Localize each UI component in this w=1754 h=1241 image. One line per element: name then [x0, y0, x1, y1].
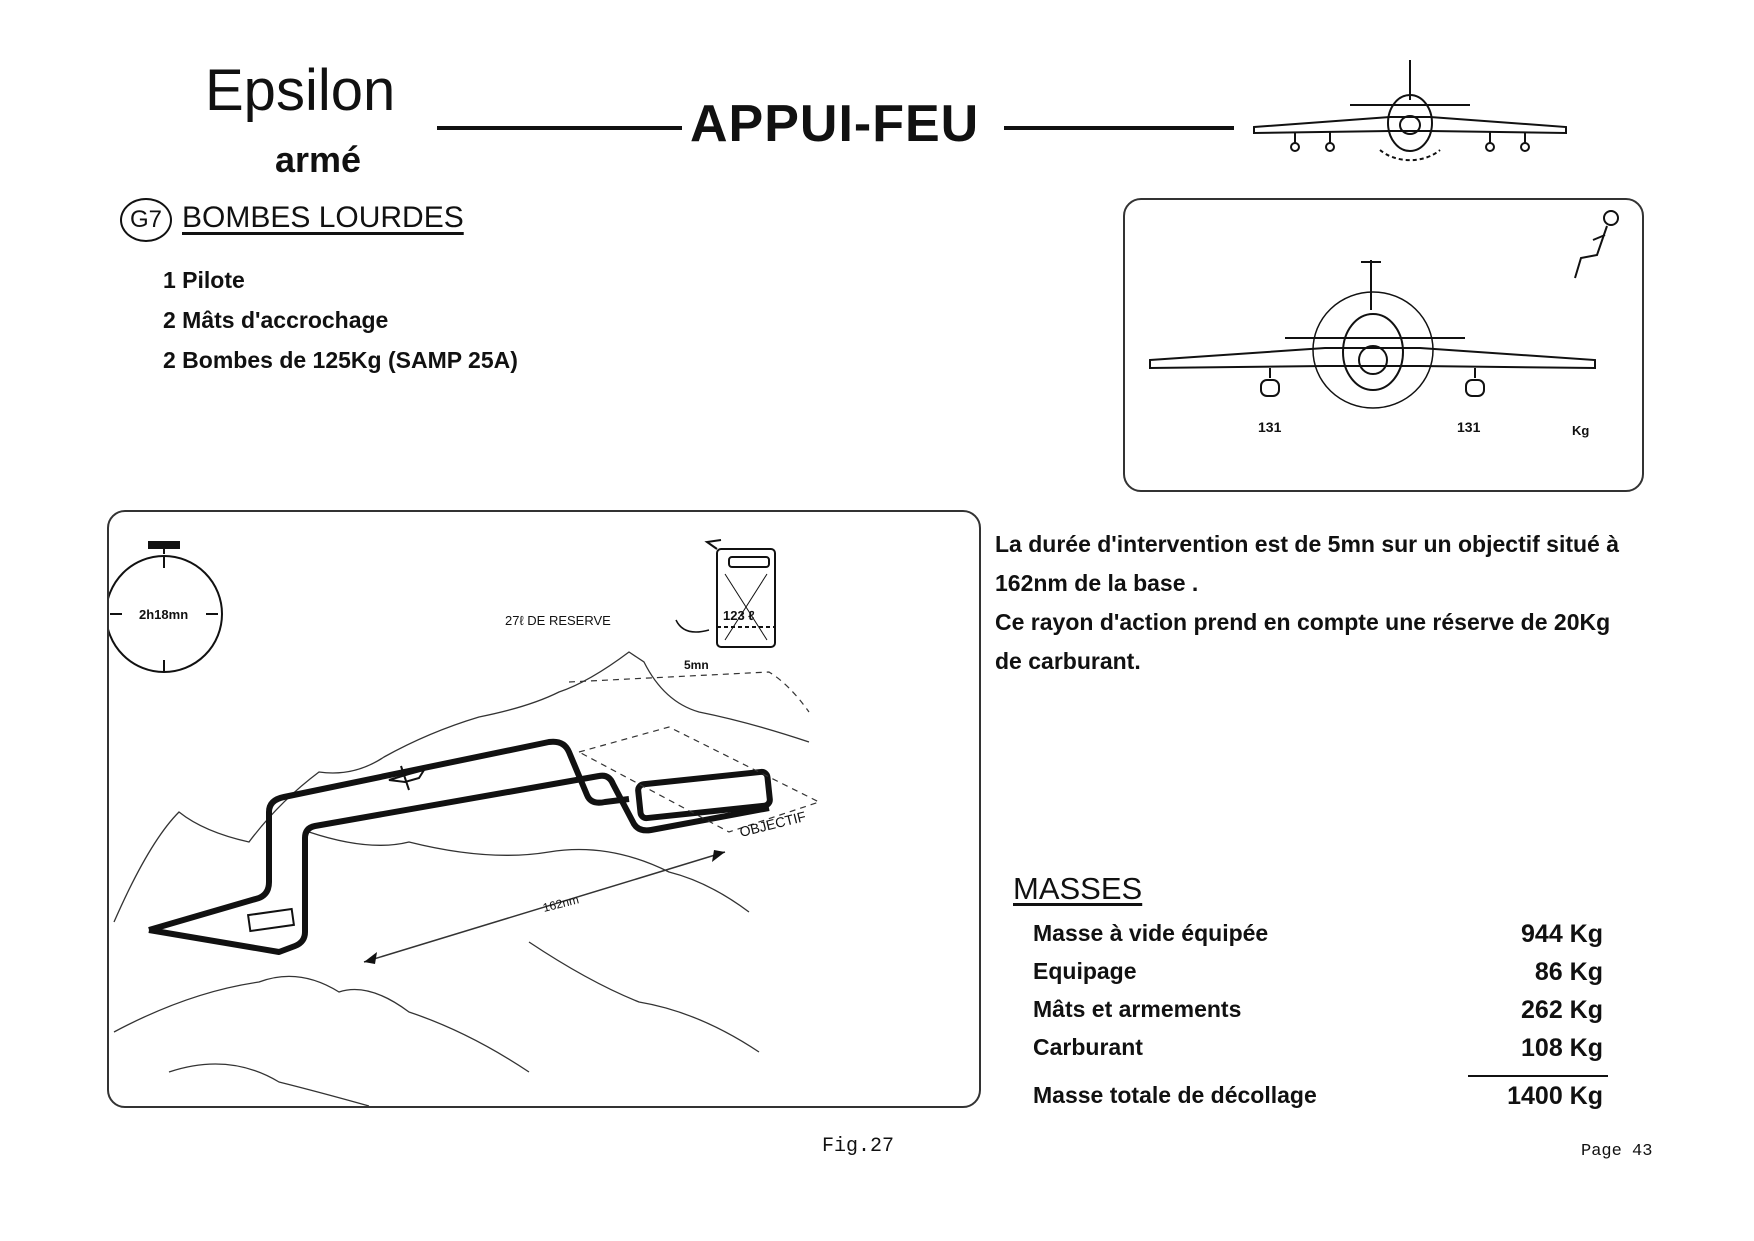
brand-name: Epsilon — [205, 58, 396, 123]
mass-row: Carburant 108 Kg — [1033, 1034, 1603, 1066]
mass-label: Mâts et armements — [1033, 996, 1242, 1022]
weight-unit-label: Kg — [1572, 423, 1589, 438]
mission-profile-diagram: 2h18mn 123 ℓ 27ℓ DE RESERVE — [105, 539, 821, 1107]
mass-row: Masse à vide équipée 944 Kg — [1033, 920, 1603, 952]
right-weight-label: 131 — [1457, 419, 1481, 435]
masses-title: MASSES — [1013, 871, 1143, 906]
mass-label: Equipage — [1033, 958, 1137, 984]
header-rule-left — [437, 126, 682, 130]
section-code-badge: G7 — [120, 198, 172, 242]
loadout-item: 2 Bombes de 125Kg (SAMP 25A) — [163, 347, 518, 373]
loadout-list: 1 Pilote 2 Mâts d'accrochage 2 Bombes de… — [163, 260, 518, 380]
weight-distribution-figure: 131 131 Kg — [1123, 198, 1644, 492]
mass-value: 944 Kg — [1521, 920, 1603, 948]
reserve-label: 27ℓ DE RESERVE — [505, 613, 611, 628]
header-rule-right — [1004, 126, 1234, 130]
aircraft-front-diagram: 131 131 Kg — [1149, 210, 1619, 438]
figure-caption: Fig.27 — [822, 1135, 895, 1158]
page-number: Page 43 — [1581, 1142, 1653, 1161]
fuel-volume-label: 123 ℓ — [723, 608, 755, 623]
mission-profile-figure: 2h18mn 123 ℓ 27ℓ DE RESERVE — [105, 510, 981, 1108]
mass-total-row: Masse totale de décollage 1400 Kg — [1033, 1082, 1603, 1114]
fuel-can-icon — [704, 539, 776, 648]
section-title: BOMBES LOURDES — [182, 201, 464, 234]
mass-value: 108 Kg — [1521, 1034, 1603, 1062]
loadout-item: 1 Pilote — [163, 267, 245, 293]
mass-value: 86 Kg — [1534, 958, 1603, 986]
duration-label: 2h18mn — [139, 607, 188, 622]
distance-label: 162nm — [541, 892, 580, 914]
left-weight-label: 131 — [1258, 419, 1282, 435]
sum-divider — [1468, 1075, 1608, 1077]
brand-subtitle: armé — [275, 139, 362, 180]
mass-value: 1400 Kg — [1507, 1082, 1603, 1110]
page-title: APPUI-FEU — [690, 95, 980, 153]
description-line: La durée d'intervention est de 5mn sur u… — [995, 531, 1620, 596]
mission-description: La durée d'intervention est de 5mn sur u… — [995, 525, 1635, 681]
aircraft-front-icon — [1253, 60, 1567, 162]
loiter-time-label: 5mn — [684, 658, 709, 672]
aircraft-in-flight-icon — [388, 765, 427, 791]
mass-label: Carburant — [1033, 1034, 1143, 1060]
mass-label: Masse totale de décollage — [1033, 1082, 1317, 1108]
mass-label: Masse à vide équipée — [1033, 920, 1269, 946]
description-line: Ce rayon d'action prend en compte une ré… — [995, 609, 1611, 674]
loadout-item: 2 Mâts d'accrochage — [163, 307, 389, 333]
seated-pilot-icon — [1574, 210, 1619, 279]
mass-row: Equipage 86 Kg — [1033, 958, 1603, 990]
mass-value: 262 Kg — [1521, 996, 1603, 1024]
mass-row: Mâts et armements 262 Kg — [1033, 996, 1603, 1028]
